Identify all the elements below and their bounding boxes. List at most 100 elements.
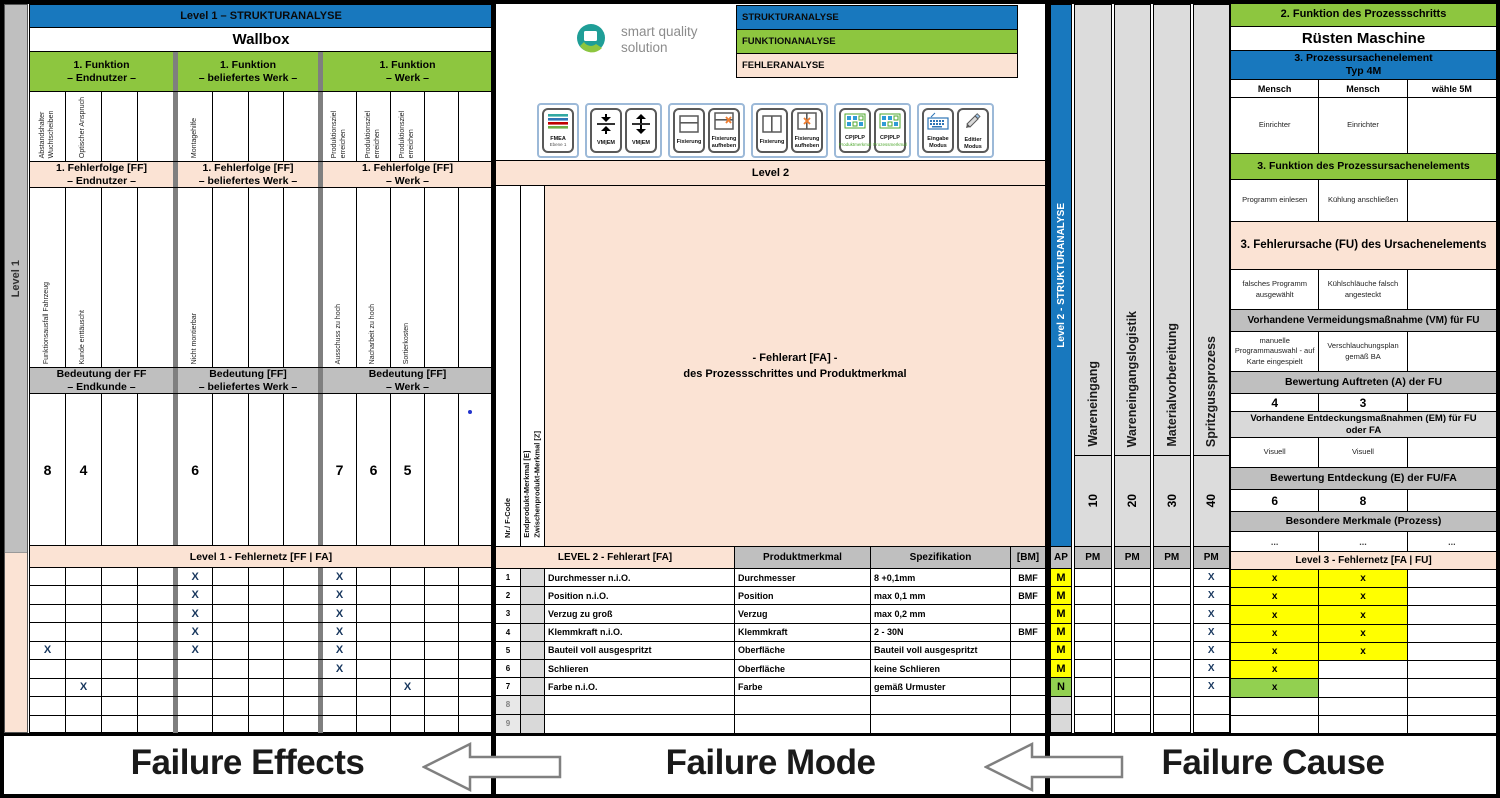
vm-em-button[interactable]: VM|EM <box>625 108 657 153</box>
fehlernetz-cell[interactable] <box>425 604 459 623</box>
level3-fehlernetz-cell[interactable] <box>1408 625 1496 642</box>
spezifikation-cell[interactable] <box>871 696 1011 714</box>
bedeutung-cell[interactable]: 6 <box>178 394 214 545</box>
fehlerart-cell[interactable] <box>545 696 735 714</box>
pm-mark-cell[interactable] <box>1192 696 1230 715</box>
produktmerkmal-cell[interactable]: Farbe <box>735 678 871 696</box>
fehlernetz-cell[interactable] <box>30 604 66 623</box>
entdeckungsmassnahme-cell[interactable]: Visuell <box>1231 438 1320 467</box>
fehlernetz-cell[interactable]: X <box>391 678 425 697</box>
fehlernetz-cell[interactable] <box>459 642 492 659</box>
merkmal-type-cell[interactable] <box>521 569 545 587</box>
fehlernetz-cell[interactable] <box>30 678 66 697</box>
fehlernetz-cell[interactable] <box>213 586 249 604</box>
vermeidungsmassnahme-cell[interactable]: manuelle Programmauswahl - auf Karte ein… <box>1231 332 1320 371</box>
fehlerfolge-cell[interactable] <box>102 188 138 367</box>
level3-fehlernetz-cell[interactable] <box>1231 697 1320 715</box>
bm-cell[interactable] <box>1011 678 1045 695</box>
vermeidungsmassnahme-cell[interactable]: Verschlauchungsplan gemäß BA <box>1319 332 1408 371</box>
fehlernetz-cell[interactable]: X <box>323 641 357 660</box>
ap-value-cell[interactable] <box>1050 714 1072 733</box>
fehlernetz-cell[interactable] <box>459 586 492 603</box>
fehlernetz-cell[interactable] <box>425 697 459 715</box>
pm-mark-cell[interactable] <box>1153 641 1191 661</box>
pm-mark-cell[interactable] <box>1074 623 1112 642</box>
fehlernetz-cell[interactable] <box>213 697 249 715</box>
merkmal-type-cell[interactable] <box>521 714 545 733</box>
fehlernetz-cell[interactable] <box>249 678 284 697</box>
fehlernetz-cell[interactable] <box>66 604 102 623</box>
fehlernetz-cell[interactable] <box>284 697 318 714</box>
entdeckung-value-cell[interactable]: 6 <box>1231 490 1320 511</box>
funktion-cell[interactable]: Produktionsziel erreichen <box>391 92 425 161</box>
fehlernetz-cell[interactable] <box>178 678 214 697</box>
funktion-cell[interactable]: Optischer Anspruch <box>66 92 102 161</box>
pm-mark-cell[interactable] <box>1074 569 1112 588</box>
fehlernetz-cell[interactable] <box>66 623 102 641</box>
produktmerkmal-cell[interactable]: Klemmkraft <box>735 623 871 641</box>
fehlernetz-cell[interactable] <box>102 623 138 641</box>
fehlernetz-cell[interactable] <box>425 623 459 641</box>
fehlernetz-cell[interactable] <box>391 641 425 660</box>
fehlernetz-cell[interactable] <box>425 660 459 678</box>
fehlernetz-cell[interactable] <box>30 697 66 715</box>
produktmerkmal-cell[interactable]: Verzug <box>735 605 871 623</box>
fehlernetz-cell[interactable] <box>357 715 391 734</box>
pm-mark-cell[interactable] <box>1074 641 1112 661</box>
prozessschritt-title[interactable]: Rüsten Maschine <box>1231 27 1496 51</box>
element-funktion-cell[interactable]: Programm einlesen <box>1231 180 1320 221</box>
fehlernetz-cell[interactable] <box>459 568 492 585</box>
bedeutung-cell[interactable]: 5 <box>391 394 425 545</box>
bedeutung-cell[interactable] <box>138 394 173 545</box>
level3-fehlernetz-cell[interactable]: x <box>1231 570 1320 588</box>
pm-mark-cell[interactable] <box>1153 623 1191 642</box>
fehlernetz-cell[interactable] <box>357 623 391 641</box>
pm-mark-cell[interactable]: X <box>1192 660 1230 679</box>
fehlernetz-cell[interactable] <box>66 641 102 660</box>
fehlernetz-cell[interactable] <box>66 697 102 715</box>
ap-value-cell[interactable] <box>1050 696 1072 715</box>
bedeutung-cell[interactable]: 4 <box>66 394 102 545</box>
pm-mark-cell[interactable] <box>1113 641 1151 661</box>
fehlerfolge-cell[interactable] <box>249 188 284 367</box>
fehlernetz-cell[interactable] <box>391 568 425 586</box>
pm-mark-cell[interactable] <box>1074 660 1112 679</box>
pm-mark-cell[interactable] <box>1153 678 1191 697</box>
fehlernetz-cell[interactable] <box>284 605 318 622</box>
pm-mark-cell[interactable] <box>1113 623 1151 642</box>
fehlerart-placeholder[interactable]: - Fehlerart [FA] - des Prozessschrittes … <box>545 186 1045 546</box>
bedeutung-cell[interactable] <box>102 394 138 545</box>
fehlernetz-cell[interactable] <box>425 641 459 660</box>
besonderes-merkmal-cell[interactable]: ... <box>1231 532 1320 551</box>
funktion-cell[interactable] <box>249 92 284 161</box>
fehlernetz-cell[interactable] <box>138 697 173 714</box>
fehlerfolge-cell[interactable]: Ausschuss zu hoch <box>323 188 357 367</box>
fehlernetz-cell[interactable] <box>102 715 138 734</box>
fehlerfolge-cell[interactable]: Nacharbeit zu hoch <box>357 188 391 367</box>
spezifikation-cell[interactable]: gemäß Urmuster <box>871 678 1011 696</box>
fehlernetz-cell[interactable] <box>30 623 66 641</box>
fehlernetz-cell[interactable] <box>30 568 66 586</box>
fehlernetz-cell[interactable] <box>178 715 214 734</box>
fehlerfolge-cell[interactable]: Kunde enttäuscht <box>66 188 102 367</box>
pm-mark-cell[interactable] <box>1113 587 1151 606</box>
fehlerart-cell[interactable]: Farbe n.i.O. <box>545 678 735 696</box>
fehlernetz-cell[interactable] <box>66 715 102 734</box>
fehlernetz-cell[interactable] <box>391 697 425 715</box>
ap-value-cell[interactable]: M <box>1050 569 1072 588</box>
fixierung-aufheben-button[interactable]: Fixierung aufheben <box>791 108 823 153</box>
funktion-cell[interactable] <box>284 92 318 161</box>
funktion-cell[interactable] <box>425 92 459 161</box>
element-funktion-cell[interactable] <box>1408 180 1496 221</box>
fehlernetz-cell[interactable] <box>102 568 138 586</box>
fehlernetz-cell[interactable] <box>323 715 357 734</box>
level3-fehlernetz-cell[interactable] <box>1408 661 1496 678</box>
level3-fehlernetz-cell[interactable]: x <box>1231 642 1320 661</box>
entdeckung-value-cell[interactable]: 8 <box>1319 490 1408 511</box>
vermeidungsmassnahme-cell[interactable] <box>1408 332 1496 371</box>
level3-fehlernetz-cell[interactable]: x <box>1319 588 1408 606</box>
fehlernetz-cell[interactable] <box>138 623 173 640</box>
legend-strukturanalyse[interactable]: STRUKTURANALYSE <box>736 5 1018 30</box>
